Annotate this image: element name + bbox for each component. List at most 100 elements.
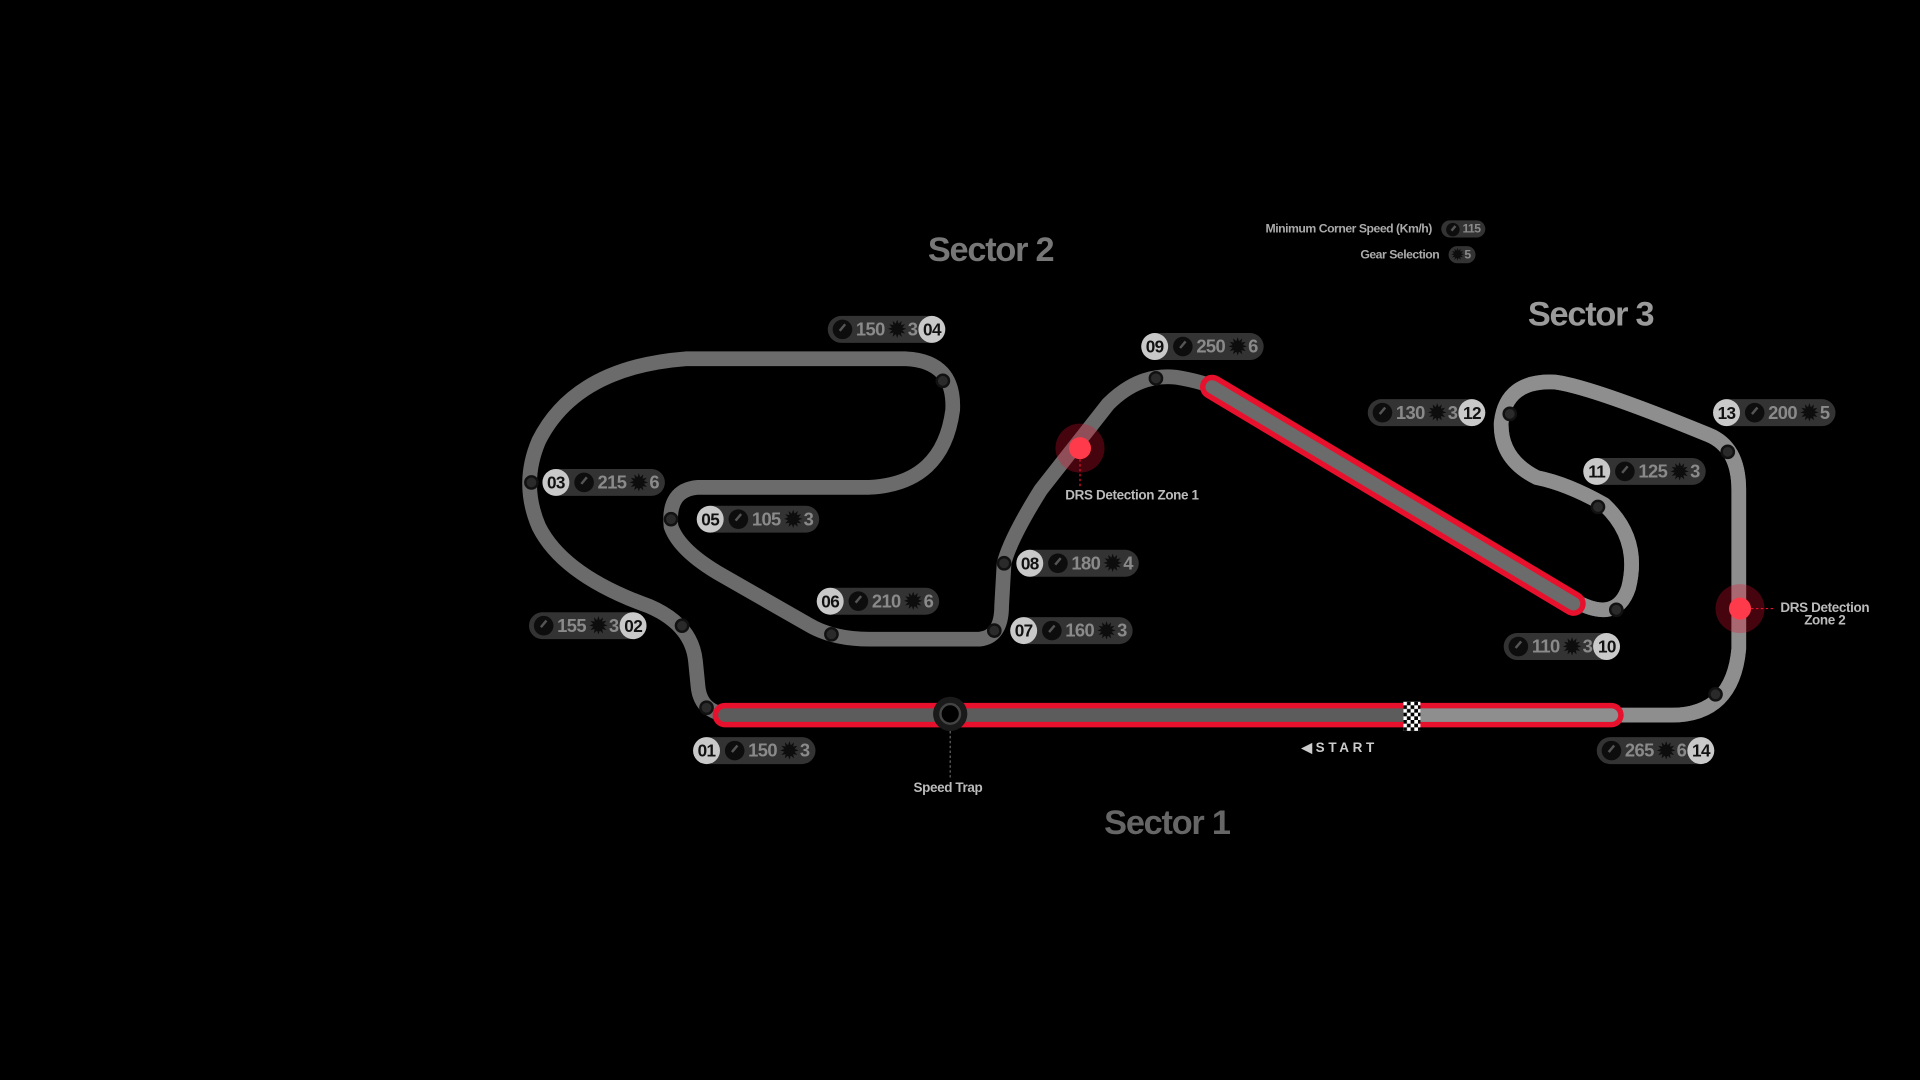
corner-speed: 110: [1531, 636, 1560, 657]
sector3-highlight: [1220, 374, 1747, 723]
corner-gear: 3: [1690, 461, 1700, 482]
corner-speed: 210: [871, 590, 901, 612]
gauge-icon: [1048, 553, 1068, 574]
gear-icon: ✹: [1228, 334, 1246, 359]
gauge-icon: [1615, 461, 1635, 482]
corner-01[interactable]: 01 150✹3: [693, 737, 816, 765]
gear-icon: ✹: [1097, 618, 1115, 643]
drs-zone-1-label: DRS Detection Zone 1: [1065, 488, 1199, 504]
corner-number: 12: [1458, 399, 1486, 427]
corner-gear: 5: [1819, 402, 1830, 424]
gear-icon: ✹: [589, 614, 607, 638]
corner-number: 11: [1583, 457, 1611, 485]
gauge-icon: [574, 472, 594, 493]
gear-icon: ✹: [1657, 738, 1675, 763]
corner-speed: 215: [597, 472, 627, 493]
corner-gear: 6: [1676, 740, 1687, 762]
corner-number: 04: [918, 315, 946, 343]
corner-03[interactable]: 03 215✹6: [542, 468, 666, 496]
corner-speed: 180: [1071, 552, 1101, 574]
corner-number: 14: [1687, 737, 1715, 765]
corner-number: 10: [1593, 633, 1621, 661]
corner-number: 05: [696, 505, 724, 533]
gear-icon: ✹: [1563, 634, 1581, 659]
corner-gear: 3: [907, 318, 918, 340]
legend-gear: Gear Selection ✹5: [1360, 246, 1476, 264]
corner-13[interactable]: 13 200✹5: [1713, 399, 1836, 427]
corner-speed: 160: [1065, 620, 1095, 642]
corner-number: 03: [542, 468, 570, 496]
gear-icon: ✹: [1670, 459, 1688, 484]
corner-speed: 150: [748, 740, 777, 762]
gauge-icon: [728, 509, 749, 529]
legend-speed-value: 115: [1462, 222, 1481, 236]
corner-gear: 3: [608, 615, 619, 637]
corner-speed: 150: [855, 318, 885, 340]
corner-gear: 3: [799, 740, 810, 762]
track-outline: [522, 351, 1747, 723]
gauge-icon: [1372, 402, 1393, 423]
drs-zone-2-line2: Zone 2: [1804, 613, 1846, 629]
corner-markers: [524, 371, 1736, 716]
corner-number: 09: [1141, 333, 1169, 361]
corner-number: 06: [816, 587, 844, 615]
gauge-icon: [1446, 222, 1461, 236]
gear-icon: ✹: [1800, 401, 1818, 425]
corner-speed: 200: [1768, 402, 1797, 424]
gauge-icon: [1042, 620, 1062, 641]
start-text: START: [1315, 740, 1378, 756]
gear-icon: ✹: [888, 317, 906, 342]
corner-speed: 250: [1196, 336, 1226, 357]
drs-zone-back: [1205, 380, 1581, 611]
sector-3-label: Sector 3: [1527, 295, 1655, 334]
drs-zone-2-line1: DRS Detection: [1780, 601, 1870, 616]
corner-speed: 130: [1395, 402, 1425, 424]
corner-speed: 155: [557, 615, 586, 637]
corner-number: 02: [619, 612, 647, 640]
gauge-icon: [848, 591, 869, 612]
gauge-icon: [1173, 336, 1193, 357]
legend-speed-label: Minimum Corner Speed (Km/h): [1265, 222, 1432, 236]
gear-icon: ✹: [1103, 551, 1121, 575]
gear-icon: ✹: [630, 470, 647, 495]
corner-07[interactable]: 07 160✹3: [1010, 617, 1133, 645]
corner-gear: 3: [803, 508, 814, 530]
speed-trap-label: Speed Trap: [913, 781, 983, 796]
legend-speed: Minimum Corner Speed (Km/h) 115: [1265, 220, 1486, 238]
gear-icon: ✹: [780, 738, 798, 763]
start-arrow-icon: ◀: [1301, 740, 1316, 756]
gauge-icon: [1508, 636, 1529, 657]
drs-detection-2-marker: [1715, 584, 1776, 634]
corner-number: 07: [1010, 617, 1038, 645]
drs-detection-1-marker: [1055, 423, 1105, 488]
corner-number: 13: [1713, 399, 1741, 427]
corner-gear: 6: [923, 590, 934, 612]
gauge-icon: [1744, 402, 1765, 423]
corner-gear: 3: [1117, 620, 1127, 642]
gauge-icon: [832, 319, 853, 340]
legend-gear-label: Gear Selection: [1360, 247, 1440, 262]
gear-icon: ✹: [1451, 246, 1464, 264]
corner-gear: 3: [1447, 402, 1458, 424]
legend-gear-value: 5: [1464, 247, 1471, 262]
corner-number: 01: [693, 737, 721, 765]
gauge-icon: [724, 740, 745, 761]
corner-speed: 265: [1624, 740, 1654, 762]
gear-icon: ✹: [784, 507, 802, 531]
corner-gear: 3: [1582, 636, 1593, 657]
sector-2-label: Sector 2: [927, 230, 1055, 269]
start-label: ◀START: [1302, 740, 1378, 756]
corner-gear: 6: [649, 472, 659, 493]
